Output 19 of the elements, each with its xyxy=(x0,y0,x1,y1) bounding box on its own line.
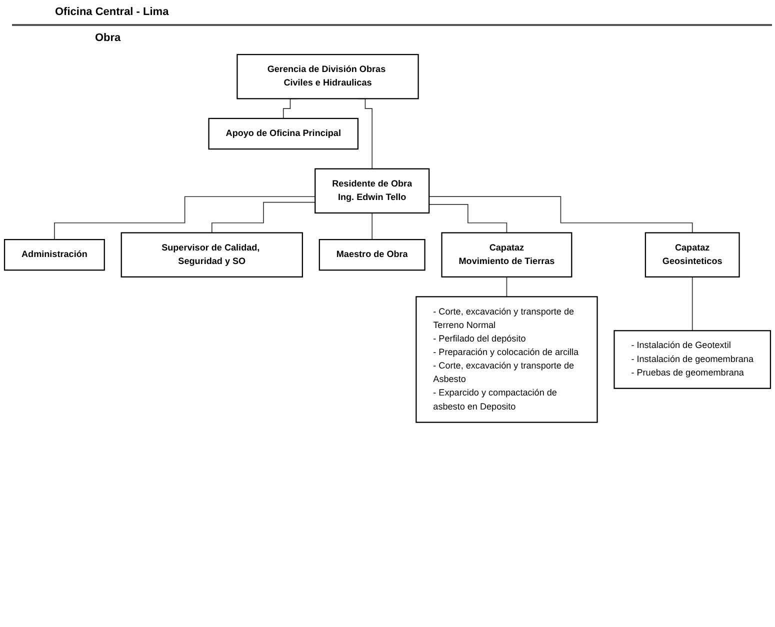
connector xyxy=(54,196,316,240)
node-box: - Instalación de Geotextil - Instalación de geomembrana - Pruebas de geomembrana xyxy=(614,330,772,389)
node-box: Maestro de Obra xyxy=(318,239,426,271)
section-label: Obra xyxy=(95,32,121,44)
node-box: Administración xyxy=(4,239,105,271)
node-box: Gerencia de División Obras Civiles e Hidraulicas xyxy=(236,54,419,100)
connector xyxy=(211,202,316,234)
connector xyxy=(428,196,693,234)
section-label: Oficina Central - Lima xyxy=(55,6,169,18)
node-box: Capataz Movimiento de Tierras xyxy=(441,232,572,278)
node-box: Capataz Geosinteticos xyxy=(644,232,740,278)
node-box: - Corte, excavación y transporte de Terreno Normal - Perfilado del depósito - Preparación y colocación de arcilla - Corte, excavación y transporte de Asbesto - Exparcido y compactación de asbesto en Deposito xyxy=(416,296,598,423)
node-box: Residente de Obra Ing. Edwin Tello xyxy=(314,168,430,214)
connector xyxy=(692,276,693,332)
connector xyxy=(428,204,508,234)
node-box: Supervisor de Calidad, Seguridad y SO xyxy=(120,232,303,278)
connector xyxy=(372,212,373,240)
node-box: Apoyo de Oficina Principal xyxy=(208,118,359,150)
connector xyxy=(506,276,508,298)
